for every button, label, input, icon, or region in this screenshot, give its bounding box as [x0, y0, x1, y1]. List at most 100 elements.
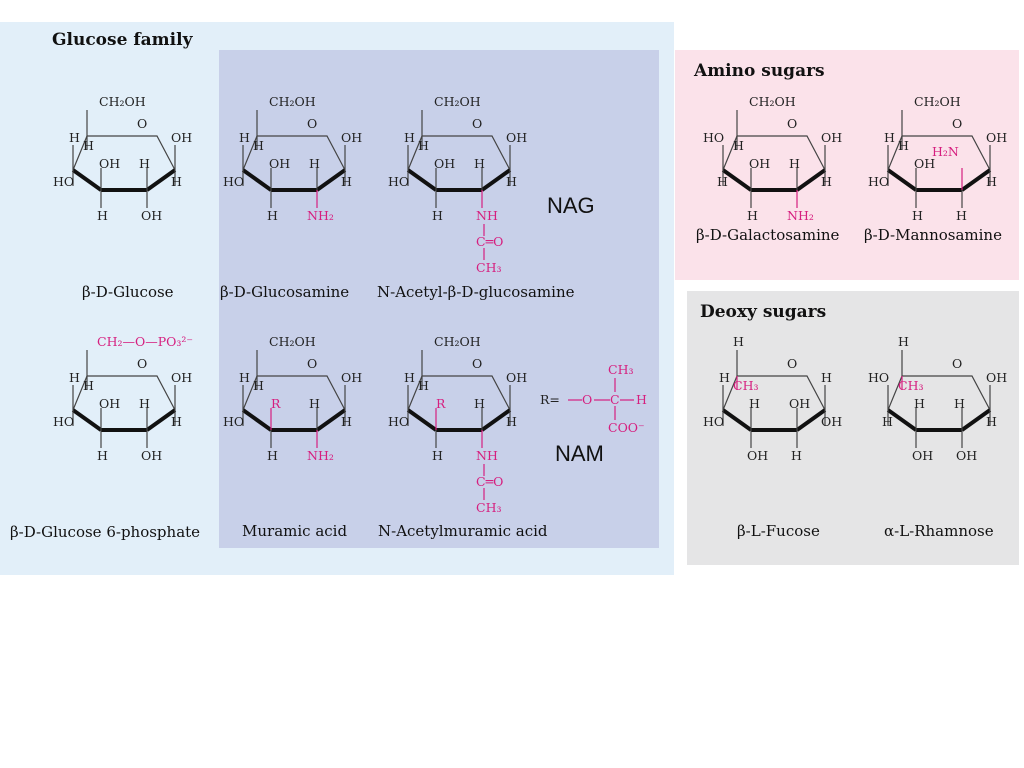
- c1-up: H: [821, 370, 832, 385]
- c2-down: H: [956, 208, 967, 223]
- c2-up: H: [954, 396, 965, 411]
- c4-up: H: [404, 370, 415, 385]
- c6-substituent: CH₂OH: [434, 334, 481, 349]
- c2-down: H: [791, 448, 802, 463]
- c4-down: HO: [223, 414, 244, 429]
- acetyl-carbonyl: C═O: [476, 234, 503, 249]
- glucose-6-phosphate-structure: CH₂—O—PO₃²⁻ O OH H H OH H HO H H OH: [53, 334, 193, 463]
- c5-down: H: [83, 378, 94, 393]
- acetyl-carbonyl: C═O: [476, 474, 503, 489]
- muramic-acid-structure: CH₂OH O OH H H R H HO H H NH₂: [223, 334, 362, 463]
- c6-substituent: CH₂OH: [749, 94, 796, 109]
- c2-amino: H₂N: [932, 144, 959, 159]
- c4-down: HO: [868, 174, 889, 189]
- c4-up: H: [239, 130, 250, 145]
- c5-down: H: [253, 138, 264, 153]
- ring-oxygen: O: [787, 356, 797, 371]
- glucosamine-structure: CH₂OH O OH H H OH H HO H H NH₂: [223, 94, 362, 223]
- c1-down: H: [506, 174, 517, 189]
- amino-sugars-title: Amino sugars: [694, 61, 825, 81]
- ring-oxygen: O: [787, 116, 797, 131]
- c2-up: H: [309, 396, 320, 411]
- caption-galactosamine: β-D-Galactosamine: [696, 226, 840, 244]
- c5-down: H: [733, 138, 744, 153]
- c2-acetamido: NH: [476, 448, 498, 463]
- c2-down: OH: [141, 448, 162, 463]
- c4-down: HO: [388, 174, 409, 189]
- c5-up: H: [733, 334, 744, 349]
- c6-substituent: CH₂OH: [269, 94, 316, 109]
- galactosamine-structure: CH₂OH O OH HO H OH H H H H NH₂: [703, 94, 842, 223]
- acetyl-methyl: CH₃: [476, 500, 501, 515]
- caption-nam: N-Acetylmuramic acid: [378, 522, 548, 540]
- caption-fucose: β-L-Fucose: [737, 522, 820, 540]
- c3-r-group: R: [271, 396, 281, 411]
- caption-glucose-6-phosphate: β-D-Glucose 6-phosphate: [10, 523, 201, 541]
- ring-oxygen: O: [952, 116, 962, 131]
- c4-down: HO: [53, 414, 74, 429]
- c3-down: H: [747, 208, 758, 223]
- nam-label: NAM: [555, 441, 604, 466]
- c4-down: H: [717, 174, 728, 189]
- caption-mannosamine: β-D-Mannosamine: [864, 226, 1002, 244]
- c4-down: H: [882, 414, 893, 429]
- c3-down: H: [267, 208, 278, 223]
- c2-amino: NH₂: [307, 208, 334, 223]
- c4-up: H: [239, 370, 250, 385]
- c2-up: OH: [789, 396, 810, 411]
- c1-up: OH: [821, 130, 842, 145]
- glucose-family-title: Glucose family: [52, 30, 193, 50]
- c1-up: OH: [341, 370, 362, 385]
- acetyl-methyl: CH₃: [476, 260, 501, 275]
- c2-acetamido: NH: [476, 208, 498, 223]
- ring-oxygen: O: [307, 116, 317, 131]
- c3-up: H: [749, 396, 760, 411]
- c1-down: OH: [821, 414, 842, 429]
- nag-label: NAG: [547, 193, 595, 218]
- c3-down: H: [97, 208, 108, 223]
- c3-down: H: [432, 208, 443, 223]
- r-carboxylate: COO⁻: [608, 420, 645, 435]
- c4-up: H: [884, 130, 895, 145]
- c2-up: H: [474, 156, 485, 171]
- ring-oxygen: O: [952, 356, 962, 371]
- c3-up: H: [914, 396, 925, 411]
- c3-up: OH: [269, 156, 290, 171]
- c1-down: H: [171, 174, 182, 189]
- c2-up: H: [309, 156, 320, 171]
- ether-oxygen: O: [582, 392, 592, 407]
- c4-up: HO: [703, 130, 724, 145]
- c4-up: H: [69, 130, 80, 145]
- fucose-structure: H CH₃ O H H H OH HO OH OH H: [703, 334, 842, 463]
- c3-down: H: [267, 448, 278, 463]
- ring-oxygen: O: [137, 116, 147, 131]
- ring-oxygen: O: [307, 356, 317, 371]
- c3-up: OH: [914, 156, 935, 171]
- c2-up: H: [139, 396, 150, 411]
- c3-up: OH: [434, 156, 455, 171]
- c2-down: OH: [141, 208, 162, 223]
- rhamnose-structure: H CH₃ O OH HO H H H H OH OH: [868, 334, 1007, 463]
- c4-down: HO: [223, 174, 244, 189]
- c3-down: H: [97, 448, 108, 463]
- c1-up: OH: [986, 370, 1007, 385]
- c3-up: OH: [99, 156, 120, 171]
- c1-up: OH: [506, 370, 527, 385]
- c4-up: HO: [868, 370, 889, 385]
- nag-structure: CH₂OH O OH H H OH H HO H H NH C═O CH₃: [388, 94, 527, 275]
- c4-up: H: [69, 370, 80, 385]
- caption-rhamnose: α-L-Rhamnose: [884, 522, 994, 540]
- bacterial-sugars-highlight: [219, 50, 659, 548]
- c6-substituent: CH₂OH: [434, 94, 481, 109]
- c3-down: OH: [912, 448, 933, 463]
- c5-down: H: [253, 378, 264, 393]
- c1-up: OH: [986, 130, 1007, 145]
- mannosamine-structure: CH₂OH O OH H H OH H₂N HO H H H: [868, 94, 1007, 223]
- c1-up: OH: [341, 130, 362, 145]
- c3-up: OH: [99, 396, 120, 411]
- c5-down: H: [418, 378, 429, 393]
- caption-glucose: β-D-Glucose: [82, 283, 174, 301]
- c3-up: OH: [749, 156, 770, 171]
- c2-up: H: [139, 156, 150, 171]
- c5-down: H: [418, 138, 429, 153]
